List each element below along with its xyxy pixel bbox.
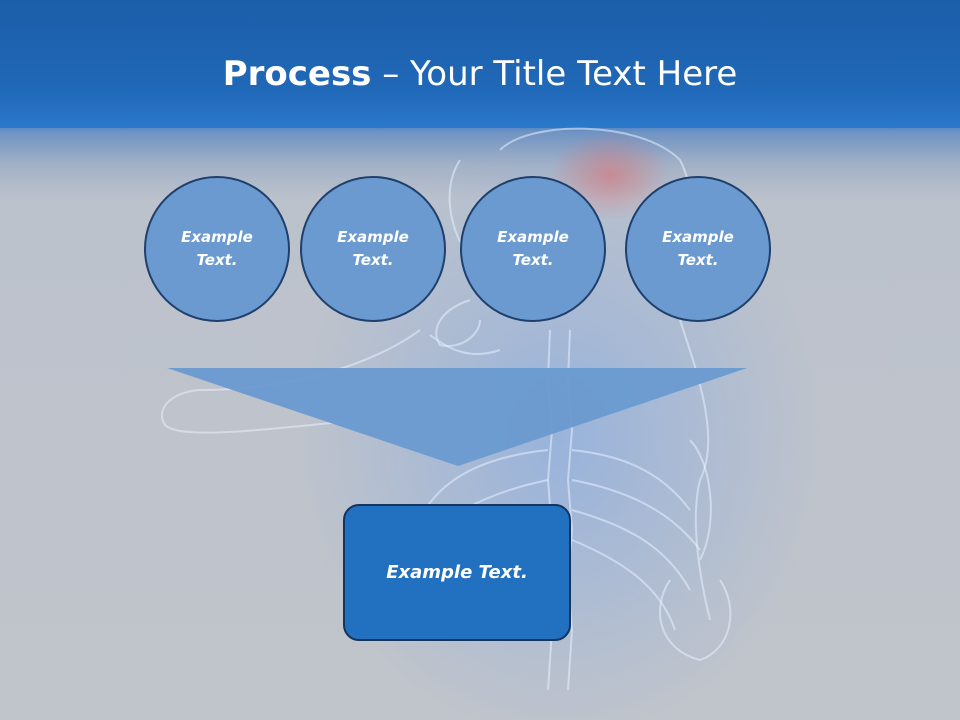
result-box-label: Example Text.: [386, 562, 528, 583]
process-circle-1[interactable]: Example Text.: [144, 176, 290, 322]
process-circle-label: Example Text.: [662, 228, 734, 269]
process-circle-label: Example Text.: [181, 228, 253, 269]
process-circle-3[interactable]: Example Text.: [460, 176, 606, 322]
process-circle-4[interactable]: Example Text.: [625, 176, 771, 322]
process-circle-label: Example Text.: [337, 228, 409, 269]
title-bar: [0, 0, 960, 128]
title-bold-part: Process: [222, 54, 372, 94]
process-circle-label: Example Text.: [497, 228, 569, 269]
process-circle-2[interactable]: Example Text.: [300, 176, 446, 322]
slide-title: Process – Your Title Text Here: [0, 52, 960, 96]
result-box[interactable]: Example Text.: [343, 504, 571, 641]
title-rest: – Your Title Text Here: [371, 54, 738, 94]
